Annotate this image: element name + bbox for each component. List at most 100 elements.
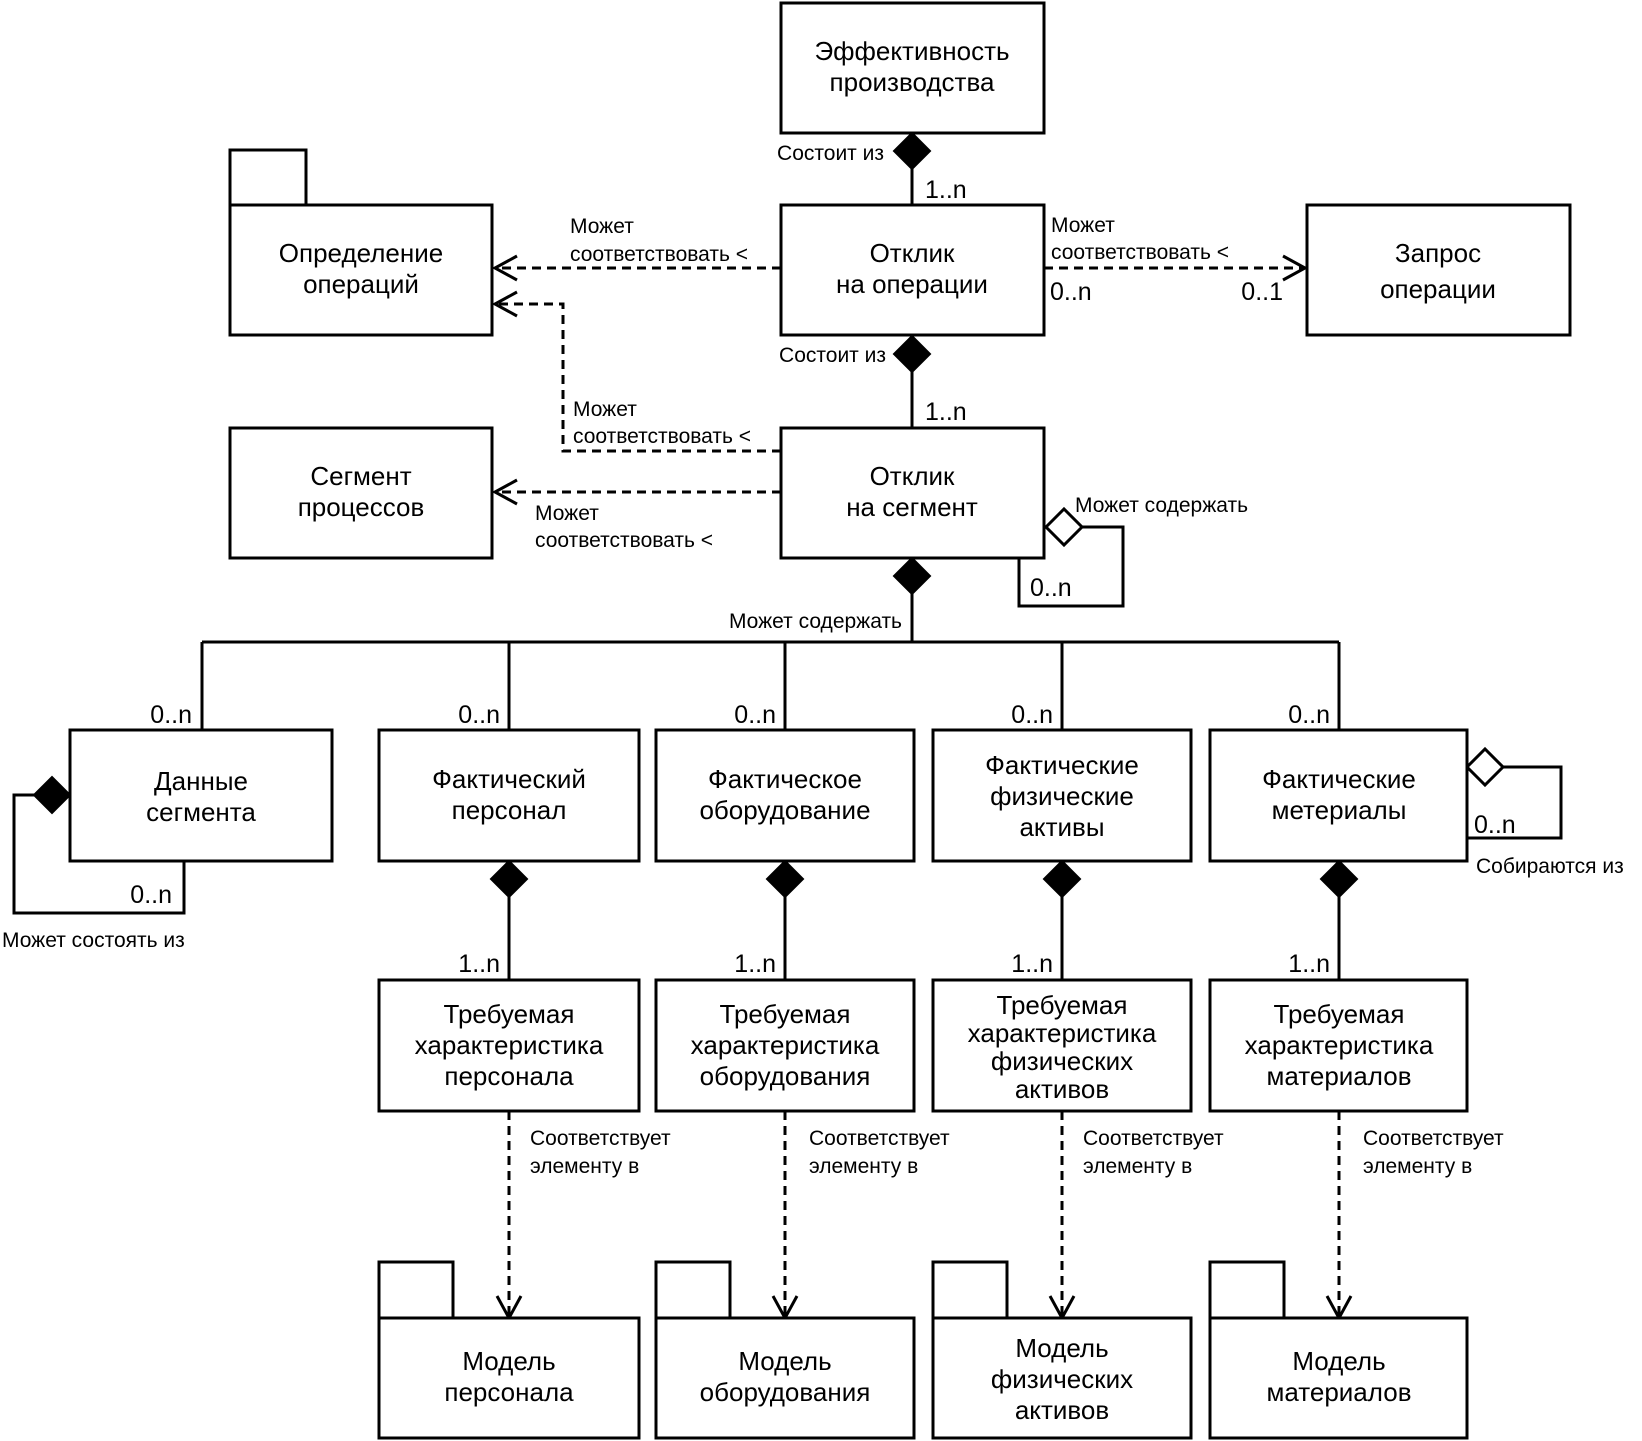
mult-personnel-req: 1..n — [458, 950, 500, 978]
personnel-model-line-1: Модель — [462, 1346, 555, 1376]
mult-resp-seg: 1..n — [925, 398, 967, 426]
personnel-requirement-line-1: Требуемая — [444, 999, 575, 1029]
process-segment-line-2: процессов — [298, 492, 425, 522]
equipment-requirement-box: Требуемая характеристика оборудования — [654, 978, 916, 1113]
segment-response-line-2: на сегмент — [846, 492, 978, 522]
segment-data-line-1: Данные — [154, 766, 248, 796]
mult-assets-req: 1..n — [1011, 950, 1053, 978]
production-performance-line-1: Эффективность — [814, 36, 1009, 66]
label-corresponds-assets-line-1: Соответствует — [1083, 1127, 1224, 1150]
operations-response-line-1: Отклик — [870, 238, 955, 268]
physical-asset-model-package: Модель физических активов — [931, 1260, 1193, 1440]
segment-data-line-2: сегмента — [146, 797, 256, 827]
physical-asset-model-line-1: Модель — [1015, 1333, 1108, 1363]
material-requirement-line-2: характеристика — [1245, 1030, 1434, 1060]
mult-equipment-req: 1..n — [734, 950, 776, 978]
composition-diamond-response — [892, 334, 932, 374]
material-model-package: Модель материалов — [1208, 1260, 1469, 1440]
physical-asset-model-line-3: активов — [1015, 1395, 1109, 1425]
physical-asset-model-line-2: физических — [991, 1364, 1133, 1394]
aggregation-diamond-segment-response — [1043, 506, 1085, 548]
physical-asset-requirement-line-3: физических — [991, 1046, 1133, 1076]
label-assembled-from: Собираются из — [1476, 855, 1624, 878]
personnel-model-package: Модель персонала — [377, 1260, 641, 1440]
composition-diamond-materials — [1319, 859, 1359, 899]
actual-personnel-line-1: Фактический — [432, 764, 586, 794]
arrowhead-segment-process — [491, 478, 518, 506]
actual-equipment-box: Фактическое оборудование — [654, 728, 916, 863]
aggregation-diamond-materials — [1464, 746, 1506, 788]
personnel-requirement-line-3: персонала — [444, 1061, 574, 1091]
connectors — [12, 131, 1563, 1322]
process-segment-line-1: Сегмент — [310, 461, 411, 491]
mult-to-materials: 0..n — [1288, 701, 1330, 729]
mult-to-segment-data: 0..n — [150, 701, 192, 729]
operations-definition-line-1: Определение — [279, 238, 443, 268]
production-performance-line-2: производства — [830, 67, 995, 97]
label-corresponds-equipment-line-1: Соответствует — [809, 1127, 950, 1150]
label-consists-of-top: Состоит из — [777, 142, 884, 165]
personnel-requirement-line-2: характеристика — [415, 1030, 604, 1060]
material-requirement-line-1: Требуемая — [1274, 999, 1405, 1029]
process-segment-box: Сегмент процессов — [228, 426, 494, 560]
mult-resp-req-right: 0..1 — [1241, 278, 1283, 306]
label-corresponds-assets-line-2: элементу в — [1083, 1155, 1192, 1178]
multiplicity-labels: 1..n 1..n 0..n 0..1 0..n 0..n 0..n 0..n … — [130, 176, 1515, 978]
label-corresponds-materials-line-1: Соответствует — [1363, 1127, 1504, 1150]
equipment-model-line-2: оборудования — [700, 1377, 871, 1407]
label-corresponds-materials-line-2: элементу в — [1363, 1155, 1472, 1178]
operations-request-box: Запрос операции — [1305, 203, 1572, 337]
segment-response-box: Отклик на сегмент — [779, 426, 1046, 560]
label-corresponds-personnel-line-1: Соответствует — [530, 1127, 671, 1150]
package-tab — [1208, 1260, 1286, 1320]
production-performance-box: Эффективность производства — [779, 1, 1046, 135]
label-may-correspond-2-line-1: Может — [1051, 214, 1115, 237]
physical-asset-requirement-line-2: характеристика — [968, 1018, 1157, 1048]
package-tab — [377, 1260, 455, 1320]
actual-physical-assets-box: Фактические физические активы — [931, 728, 1193, 863]
label-may-correspond-2-line-2: соответствовать < — [1051, 241, 1229, 264]
physical-asset-requirement-line-4: активов — [1015, 1074, 1109, 1104]
composition-diamond-segment-data — [32, 775, 72, 815]
package-tab — [228, 148, 308, 207]
label-may-correspond-3-line-1: Может — [573, 398, 637, 421]
label-may-correspond-1-line-1: Может — [570, 215, 634, 238]
actual-equipment-line-1: Фактическое — [708, 764, 862, 794]
arrowhead-segment-definition — [491, 290, 518, 318]
operations-request-line-1: Запрос — [1395, 238, 1481, 268]
segment-data-box: Данные сегмента — [68, 728, 334, 863]
actual-physical-assets-line-3: активы — [1019, 812, 1104, 842]
mult-resp-req-left: 0..n — [1050, 278, 1092, 306]
mult-perf-resp: 1..n — [925, 176, 967, 204]
operations-response-line-2: на операции — [836, 269, 988, 299]
actual-personnel-box: Фактический персонал — [377, 728, 641, 863]
personnel-model-line-2: персонала — [444, 1377, 574, 1407]
actual-materials-line-1: Фактические — [1262, 764, 1416, 794]
label-may-contain-self: Может содержать — [1075, 494, 1248, 517]
mult-materials-req: 1..n — [1288, 950, 1330, 978]
self-aggregation-segment-response — [1017, 525, 1125, 608]
self-aggregation-materials — [1467, 765, 1563, 840]
physical-asset-requirement-box: Требуемая характеристика физических акти… — [931, 978, 1193, 1113]
label-may-correspond-4-line-2: соответствовать < — [535, 529, 713, 552]
equipment-model-line-1: Модель — [738, 1346, 831, 1376]
label-consists-of-mid: Состоит из — [779, 344, 886, 367]
personnel-requirement-box: Требуемая характеристика персонала — [377, 978, 641, 1113]
actual-personnel-line-2: персонал — [452, 795, 567, 825]
actual-physical-assets-line-1: Фактические — [985, 750, 1139, 780]
arrowhead-response-request — [1282, 254, 1309, 282]
label-corresponds-personnel-line-2: элементу в — [530, 1155, 639, 1178]
label-may-contain-children: Может содержать — [729, 610, 902, 633]
label-may-correspond-1-line-2: соответствовать < — [570, 243, 748, 266]
mult-to-assets: 0..n — [1011, 701, 1053, 729]
composition-diamond-segment-response — [892, 556, 932, 596]
label-may-correspond-4-line-1: Может — [535, 502, 599, 525]
composition-diamond-personnel — [489, 859, 529, 899]
mult-segment-data-self: 0..n — [130, 881, 172, 909]
self-composition-segment-data — [12, 793, 186, 915]
relation-labels: Состоит из Состоит из Может соответствов… — [2, 142, 1624, 1178]
material-requirement-line-3: материалов — [1266, 1061, 1411, 1091]
mult-to-personnel: 0..n — [458, 701, 500, 729]
label-may-consist-of: Может состоять из — [2, 929, 185, 952]
